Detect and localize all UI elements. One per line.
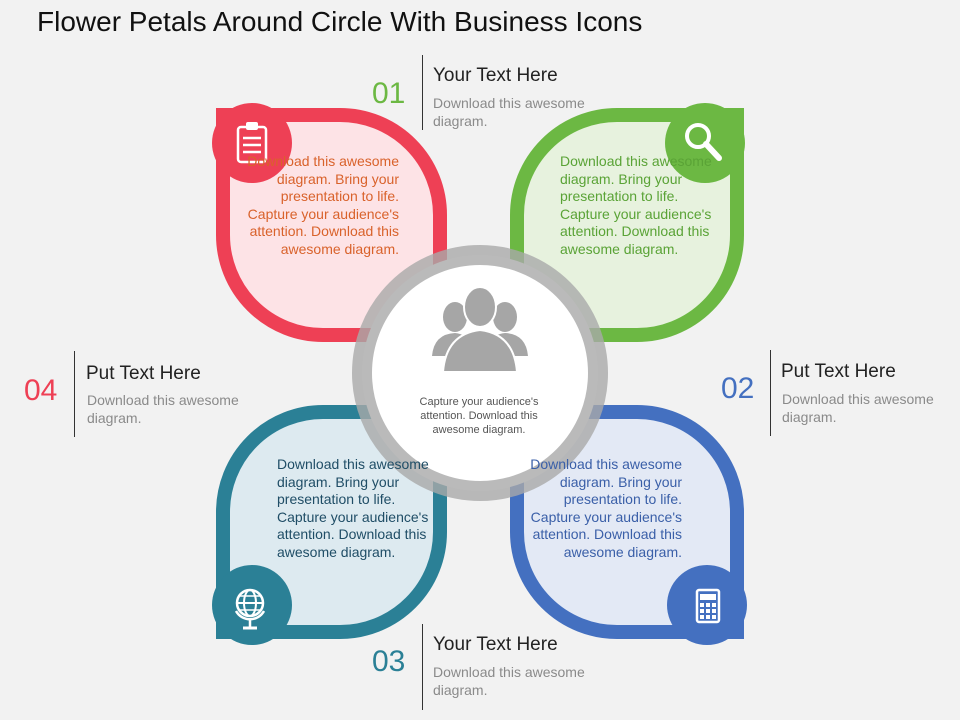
petal-bottom-right-text: Download this awesome diagram. Bring you…	[530, 456, 682, 560]
callout-divider-04	[74, 351, 75, 437]
callout-divider-01	[422, 55, 423, 130]
magnifier-icon	[665, 103, 745, 183]
callout-title-01: Your Text Here	[433, 65, 558, 86]
step-number-03: 03	[372, 645, 406, 678]
people-group-icon	[432, 286, 528, 373]
clipboard-icon	[212, 103, 292, 183]
petal-top-right-text: Download this awesome diagram. Bring you…	[560, 153, 712, 257]
page-title: Flower Petals Around Circle With Busines…	[37, 6, 643, 37]
globe-icon	[212, 565, 292, 645]
callout-divider-02	[770, 350, 771, 436]
step-number-01: 01	[372, 77, 406, 110]
step-number-04: 04	[24, 374, 58, 407]
callout-body-04: Download this awesome diagram.	[87, 392, 239, 426]
petal-top-left-text: Download this awesome diagram. Bring you…	[247, 153, 399, 257]
calculator-icon	[667, 565, 747, 645]
callout-divider-03	[422, 624, 423, 710]
callout-body-01: Download this awesome diagram.	[433, 95, 585, 129]
callout-title-04: Put Text Here	[86, 363, 201, 384]
callout-body-02: Download this awesome diagram.	[782, 391, 934, 425]
center-text: Capture your audience's attention. Downl…	[419, 396, 539, 436]
callout-title-02: Put Text Here	[781, 361, 896, 382]
petal-bottom-left-text: Download this awesome diagram. Bring you…	[277, 456, 429, 560]
step-number-02: 02	[721, 372, 755, 405]
callout-title-03: Your Text Here	[433, 634, 558, 655]
callout-body-03: Download this awesome diagram.	[433, 664, 585, 698]
